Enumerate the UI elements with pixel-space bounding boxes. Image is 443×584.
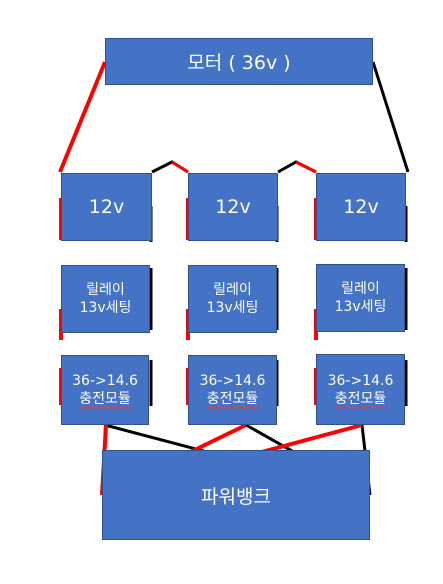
wire-link-1-2-red	[171, 160, 189, 174]
battery-label-1: 12v	[88, 196, 125, 218]
charger-box-2: 36->14.6 충전모듈	[188, 355, 277, 425]
relay-box-2: 릴레이 13v세팅	[188, 265, 277, 333]
relay-line2-2: 13v세팅	[206, 300, 259, 316]
wire-motor-positive	[58, 61, 107, 173]
charger-line1-2: 36->14.6	[199, 373, 266, 389]
relay-line1-2: 릴레이	[213, 282, 252, 298]
charger-line1-1: 36->14.6	[72, 373, 138, 389]
battery-label-2: 12v	[215, 196, 251, 218]
motor-label: 모터 ( 36v )	[187, 52, 291, 74]
battery-box-1: 12v	[61, 173, 152, 241]
charger-line1-3: 36->14.6	[327, 372, 394, 389]
charger-line2-2: 충전모듈	[206, 391, 259, 407]
motor-box: 모터 ( 36v )	[105, 38, 373, 85]
powerbank-box: 파워뱅크	[102, 450, 370, 540]
wire-link-2-3-red	[295, 160, 317, 174]
charger-box-1: 36->14.6 충전모듈	[61, 355, 149, 425]
relay-line1-1: 릴레이	[86, 282, 125, 298]
battery-box-2: 12v	[188, 173, 278, 241]
relay-line1-3: 릴레이	[341, 281, 380, 297]
relay-box-3: 릴레이 13v세팅	[316, 264, 405, 332]
relay-line2-1: 13v세팅	[79, 300, 132, 316]
charger-line2-3: 충전모듈	[334, 390, 387, 407]
powerbank-label: 파워뱅크	[201, 485, 271, 508]
charger-line2-1: 충전모듈	[79, 391, 131, 407]
wire-motor-negative	[371, 61, 410, 173]
relay-line2-3: 13v세팅	[334, 299, 387, 315]
battery-box-3: 12v	[316, 173, 406, 241]
battery-label-3: 12v	[343, 196, 379, 218]
relay-box-1: 릴레이 13v세팅	[61, 265, 150, 333]
